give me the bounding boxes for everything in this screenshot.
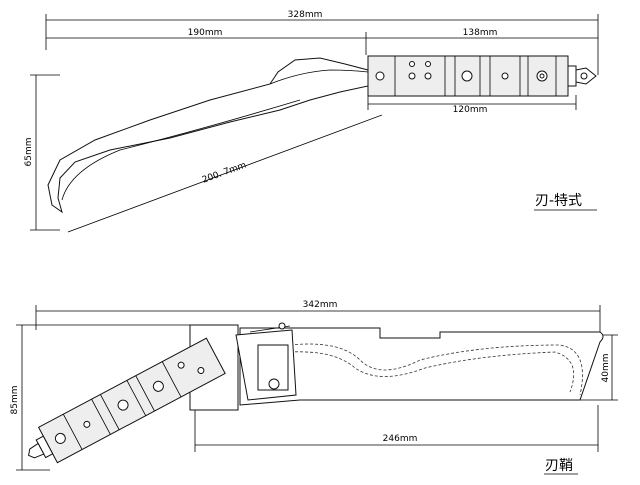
sheath-drawing: 342mm 85mm 40mm 246mm 刃鞘 [10, 300, 618, 475]
dim-handle: 138mm [463, 28, 498, 38]
pommel [567, 65, 577, 87]
sheath-body [239, 327, 604, 406]
dim-sheath-body: 246mm [383, 434, 418, 444]
knife-drawing: 328mm 190mm 138mm 120mm 65mm 200. 7mm 刃-… [24, 10, 599, 233]
dim-total: 328mm [288, 10, 323, 20]
knife-title: 刃-特式 [535, 193, 582, 209]
dim-grip: 120mm [453, 105, 488, 115]
dim-sheath-height: 85mm [10, 386, 20, 415]
dim-height: 65mm [24, 138, 34, 167]
dim-blade: 190mm [188, 28, 223, 38]
dim-sheath-tip: 40mm [601, 354, 611, 383]
dim-line-diagonal [67, 114, 383, 233]
dim-sheath-total: 342mm [303, 300, 338, 310]
handle-rings [375, 56, 557, 96]
sheath-title: 刃鞘 [545, 458, 573, 474]
knife-blade [47, 57, 369, 214]
dim-diagonal: 200. 7mm [201, 161, 248, 186]
sheath-handle [28, 337, 226, 464]
